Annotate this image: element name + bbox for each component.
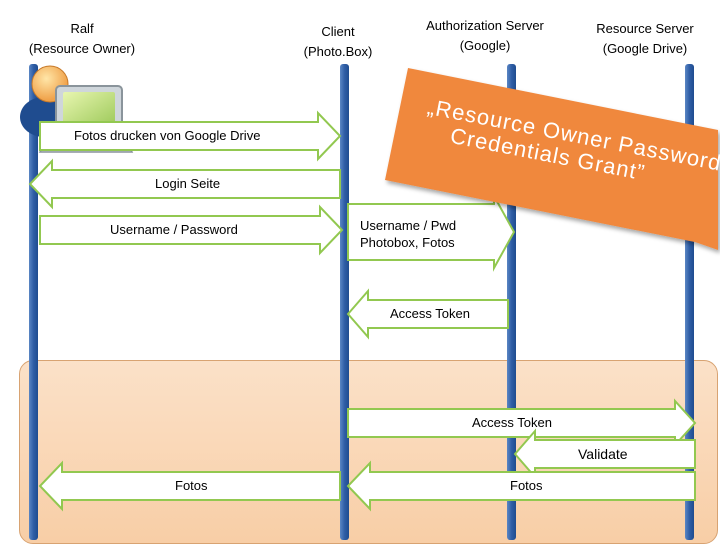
label-username-password: Username / Password bbox=[110, 222, 238, 237]
arrow-fotos-drucken bbox=[39, 110, 342, 162]
lifeline-resource-server bbox=[685, 64, 694, 540]
arrow-login-seite bbox=[28, 158, 341, 210]
actor-authorization-server-name: Authorization Server bbox=[426, 18, 544, 33]
actor-authorization-server-role: (Google) bbox=[459, 38, 511, 53]
actor-authorization-server: Authorization Server (Google) bbox=[410, 16, 560, 56]
label-login-seite: Login Seite bbox=[155, 176, 221, 191]
label-access-token-return: Access Token bbox=[390, 306, 470, 321]
actor-resource-owner-name: Ralf bbox=[70, 21, 94, 36]
actor-client-role: (Photo.Box) bbox=[303, 44, 373, 59]
lifeline-resource-owner bbox=[29, 64, 38, 540]
arrow-access-token-return bbox=[346, 288, 509, 340]
arrow-access-token-forward bbox=[347, 398, 697, 448]
arrow-fotos-to-owner bbox=[38, 460, 341, 512]
actor-resource-server: Resource Server (Google Drive) bbox=[585, 19, 705, 59]
label-access-token-forward: Access Token bbox=[472, 415, 552, 430]
arrow-validate bbox=[513, 428, 696, 480]
actor-resource-owner-role: (Resource Owner) bbox=[28, 41, 136, 56]
actor-client: Client (Photo.Box) bbox=[288, 22, 388, 62]
lifeline-authorization-server bbox=[507, 64, 516, 540]
actor-resource-owner: Ralf (Resource Owner) bbox=[22, 19, 142, 59]
lifeline-client bbox=[340, 64, 349, 540]
label-username-pwd-line2: Photobox, Fotos bbox=[360, 235, 455, 250]
label-fotos-to-owner: Fotos bbox=[175, 478, 208, 493]
label-fotos-drucken: Fotos drucken von Google Drive bbox=[74, 128, 261, 143]
actor-client-name: Client bbox=[321, 24, 355, 39]
label-username-pwd-line1: Username / Pwd bbox=[360, 218, 457, 233]
arrow-username-password bbox=[39, 204, 344, 256]
actor-resource-server-role: (Google Drive) bbox=[602, 41, 688, 56]
label-fotos-to-client: Fotos bbox=[510, 478, 543, 493]
label-username-pwd: Username / Pwd Photobox, Fotos bbox=[360, 217, 456, 251]
label-validate: Validate bbox=[578, 446, 628, 462]
arrow-fotos-to-client bbox=[346, 460, 696, 512]
actor-resource-server-name: Resource Server bbox=[596, 21, 694, 36]
